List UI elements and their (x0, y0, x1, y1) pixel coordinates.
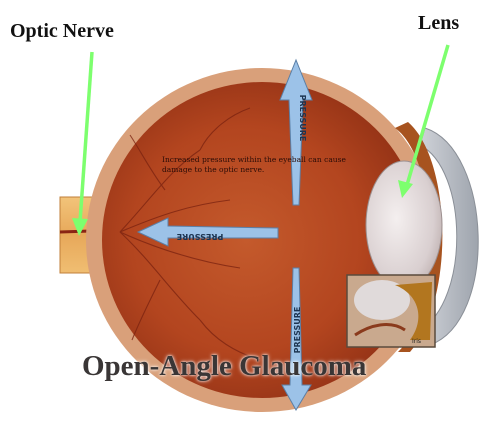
pressure-label-down: PRESSURE (293, 307, 302, 354)
pressure-label-up: PRESSURE (298, 95, 307, 142)
lens-shape (366, 161, 442, 289)
diagram-title: Open-Angle Glaucoma (82, 350, 366, 383)
pressure-note: Increased pressure within the eyeball ca… (162, 155, 364, 175)
inset-label: Iris (412, 338, 421, 345)
inset-detail (347, 275, 435, 347)
optic-nerve-label: Optic Nerve (10, 20, 114, 43)
pressure-label-left: PRESSURE (177, 232, 224, 241)
lens-label: Lens (418, 12, 459, 35)
